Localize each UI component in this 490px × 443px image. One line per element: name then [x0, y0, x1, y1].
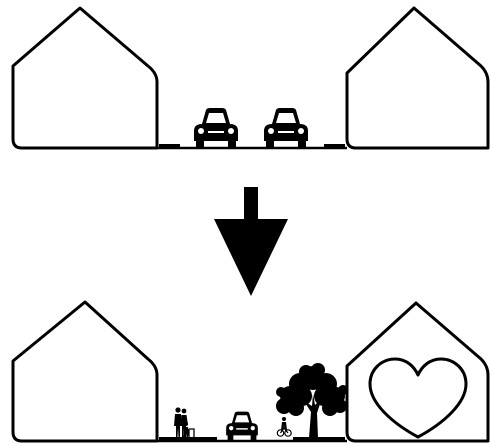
car-icon [264, 108, 308, 148]
car-icon [194, 108, 238, 148]
down-arrow-icon [214, 187, 288, 296]
sidewalk-right [293, 437, 345, 441]
cyclist-icon [276, 417, 292, 437]
before-scene [11, 6, 490, 150]
sidewalk-left [159, 144, 180, 148]
sidewalk-right [324, 144, 345, 148]
after-scene [11, 300, 490, 443]
heart-icon [368, 357, 468, 439]
house-left [11, 300, 159, 443]
car-icon [226, 411, 258, 441]
house-left [11, 6, 159, 150]
tree-icon [276, 363, 348, 438]
person-with-walker-icon [183, 422, 195, 437]
sidewalk-left [159, 437, 217, 441]
pedestrians-icon [174, 407, 188, 437]
house-right [345, 6, 490, 150]
